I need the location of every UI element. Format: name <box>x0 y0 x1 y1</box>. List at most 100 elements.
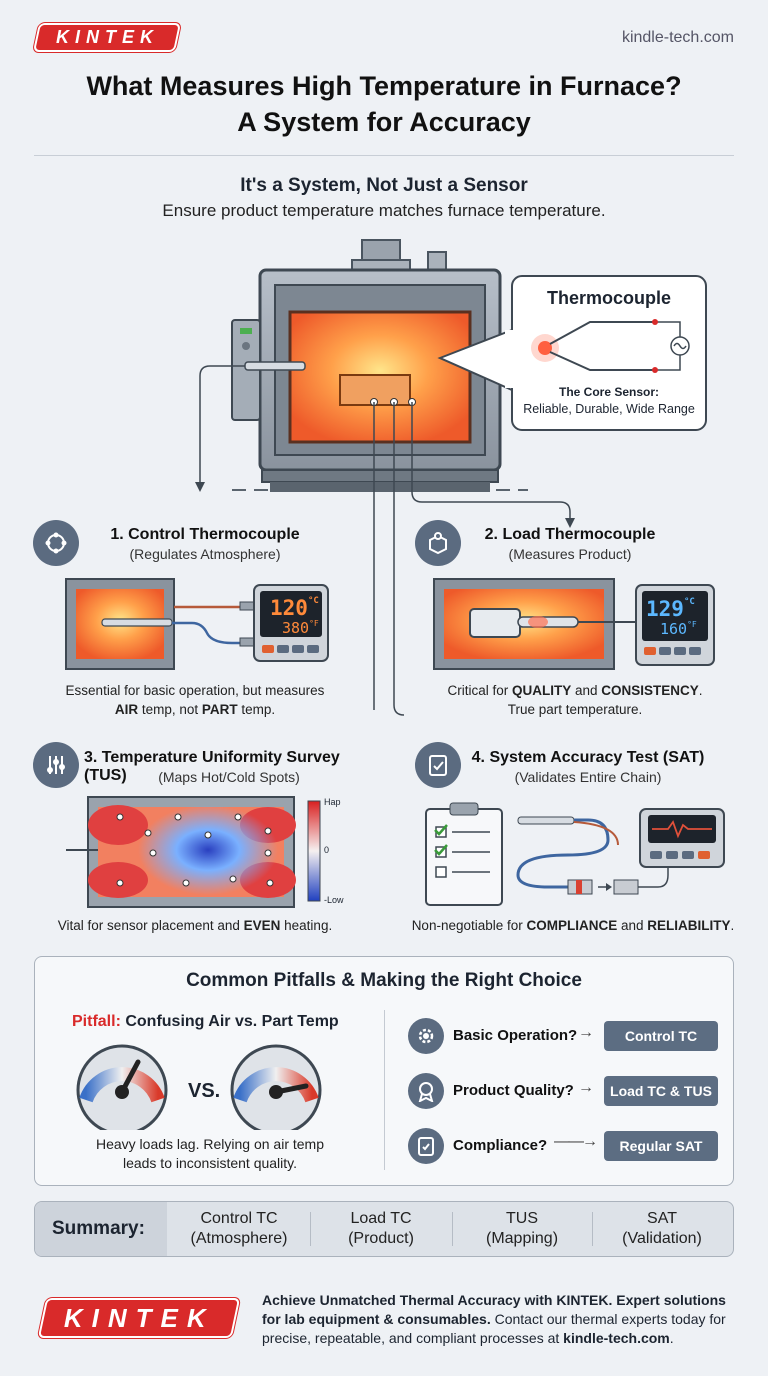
summary-detail: (Product) <box>348 1230 414 1247</box>
footer-end: . <box>669 1330 674 1346</box>
load-unit-f: °F <box>687 620 697 629</box>
pitfall-caption: Heavy loads lag. Relying on air temp lea… <box>50 1135 370 1173</box>
page-title: What Measures High Temperature in Furnac… <box>0 68 768 140</box>
choice-3-question: Compliance? <box>453 1137 548 1154</box>
sat-icon <box>415 742 461 788</box>
arrow-right-icon: → <box>578 1024 594 1041</box>
caption-air: AIR <box>114 702 139 717</box>
control-unit-f: °F <box>309 619 319 628</box>
caption-reliability: RELIABILITY <box>647 918 731 933</box>
control-temp-c: 120 <box>270 596 308 620</box>
scale-mid-label: 0 <box>324 845 330 855</box>
pitfalls-divider <box>384 1010 385 1170</box>
title-line-1: What Measures High Temperature in Furnac… <box>86 71 682 101</box>
caption-text: Critical for <box>447 683 512 698</box>
pitfall-caption-line-1: Heavy loads lag. Relying on air temp <box>95 1136 324 1152</box>
summary-name: Load TC <box>350 1210 412 1227</box>
footer-logo-text: KINTEK <box>63 1302 215 1333</box>
caption-text: Non-negotiable for <box>411 918 527 933</box>
choice-3-answer[interactable]: Regular SAT <box>604 1131 718 1161</box>
caption-line-a: Critical for QUALITY and CONSISTENCY. <box>420 681 730 700</box>
caption-text: and <box>571 683 602 698</box>
intro-heading: It's a System, Not Just a Sensor <box>240 175 528 196</box>
scale-high-label: Hap <box>324 797 341 807</box>
caption-text: . <box>730 918 735 933</box>
footer-normal: Contact our thermal experts today for pr… <box>262 1311 726 1346</box>
choice-1-question: Basic Operation? <box>453 1027 578 1044</box>
caption-part: PART <box>201 702 238 717</box>
summary-control-tc: Control TC (Atmosphere) <box>170 1209 308 1249</box>
kintek-logo[interactable]: KINTEK <box>35 25 179 50</box>
section-3-caption: Vital for sensor placement and EVEN heat… <box>30 916 360 935</box>
callout-title: Thermocouple <box>546 288 671 308</box>
footer-kintek-logo[interactable]: KINTEK <box>40 1300 238 1336</box>
arrow-right-icon: → <box>578 1079 594 1096</box>
intro-subheading: Ensure product temperature matches furna… <box>162 201 606 220</box>
logo-text: KINTEK <box>55 27 159 47</box>
award-icon <box>408 1073 444 1109</box>
summary-detail: (Validation) <box>622 1230 702 1247</box>
load-display-top: 129°C <box>646 597 695 621</box>
clipboard-check-icon <box>408 1128 444 1164</box>
section-4-subtitle: (Validates Entire Chain) <box>514 769 662 785</box>
load-display-bottom: 160°F <box>660 620 697 638</box>
caption-text: . <box>698 683 703 698</box>
summary-load-tc: Load TC (Product) <box>312 1209 450 1249</box>
title-line-2: A System for Accuracy <box>237 107 531 137</box>
caption-line-a: Essential for basic operation, but measu… <box>65 683 325 698</box>
section-3-title: 3. Temperature Uniformity Survey (TUS) <box>84 749 340 784</box>
furnace-diagram <box>195 239 707 716</box>
summary-divider <box>592 1212 593 1246</box>
caption-quality: QUALITY <box>511 683 572 698</box>
pitfalls-heading: Common Pitfalls & Making the Right Choic… <box>186 970 582 991</box>
section-2-subtitle: (Measures Product) <box>508 546 632 562</box>
caption-even: EVEN <box>243 918 281 933</box>
load-tc-icon <box>415 520 461 566</box>
caption-text: temp, not <box>138 702 202 717</box>
section-2-title: 2. Load Thermocouple <box>484 526 656 543</box>
summary-detail: (Atmosphere) <box>190 1230 288 1247</box>
pitfall-label: Pitfall: <box>72 1013 121 1030</box>
gauges <box>76 1044 322 1130</box>
pitfall-text: Confusing Air vs. Part Temp <box>120 1013 339 1030</box>
load-tc-illustration <box>433 578 715 670</box>
summary-label-bg <box>35 1202 167 1256</box>
control-tc-illustration <box>65 578 329 670</box>
summary-name: SAT <box>647 1210 677 1227</box>
arrow-right-icon: ——→ <box>554 1133 598 1150</box>
pitfall-caption-line-2: leads to inconsistent quality. <box>122 1155 298 1171</box>
choice-2-answer[interactable]: Load TC & TUS <box>604 1076 718 1106</box>
load-unit-c: °C <box>683 597 695 607</box>
control-temp-f: 380 <box>282 619 310 637</box>
tus-heatmap <box>66 796 321 908</box>
title-divider <box>34 155 734 156</box>
caption-line-b: True part temperature. <box>507 702 643 717</box>
summary-name: TUS <box>506 1210 538 1227</box>
footer-text: Achieve Unmatched Thermal Accuracy with … <box>262 1291 732 1348</box>
part-gauge-icon <box>230 1044 322 1130</box>
summary-divider <box>310 1212 311 1246</box>
callout-desc: Reliable, Durable, Wide Range <box>523 402 695 416</box>
choice-2-question: Product Quality? <box>453 1082 574 1099</box>
tus-icon <box>33 742 79 788</box>
choice-1-answer[interactable]: Control TC <box>604 1021 718 1051</box>
summary-label: Summary: <box>52 1218 145 1239</box>
control-unit-c: °C <box>307 596 319 606</box>
footer-bold-1: Achieve Unmatched Thermal Accuracy with … <box>262 1292 613 1308</box>
summary-detail: (Mapping) <box>485 1230 559 1247</box>
caption-line-b: AIR temp, not PART temp. <box>40 700 350 719</box>
caption-compliance: COMPLIANCE <box>526 918 618 933</box>
callout-label: The Core Sensor: <box>558 385 660 399</box>
section-2-caption: Critical for QUALITY and CONSISTENCY. Tr… <box>420 681 730 719</box>
caption-text: Vital for sensor placement and <box>57 918 244 933</box>
caption-text: heating. <box>280 918 333 933</box>
section-4-caption: Non-negotiable for COMPLIANCE and RELIAB… <box>398 916 748 935</box>
footer-link[interactable]: kindle-tech.com <box>563 1330 670 1346</box>
caption-text: and <box>617 918 648 933</box>
summary-name: Control TC <box>200 1210 278 1227</box>
scale-low-label: -Low <box>324 895 344 905</box>
load-temp-c: 129 <box>646 597 684 621</box>
site-url[interactable]: kindle-tech.com <box>621 29 734 46</box>
caption-consistency: CONSISTENCY <box>601 683 699 698</box>
pitfall-title: Pitfall: Confusing Air vs. Part Temp <box>72 1013 339 1031</box>
